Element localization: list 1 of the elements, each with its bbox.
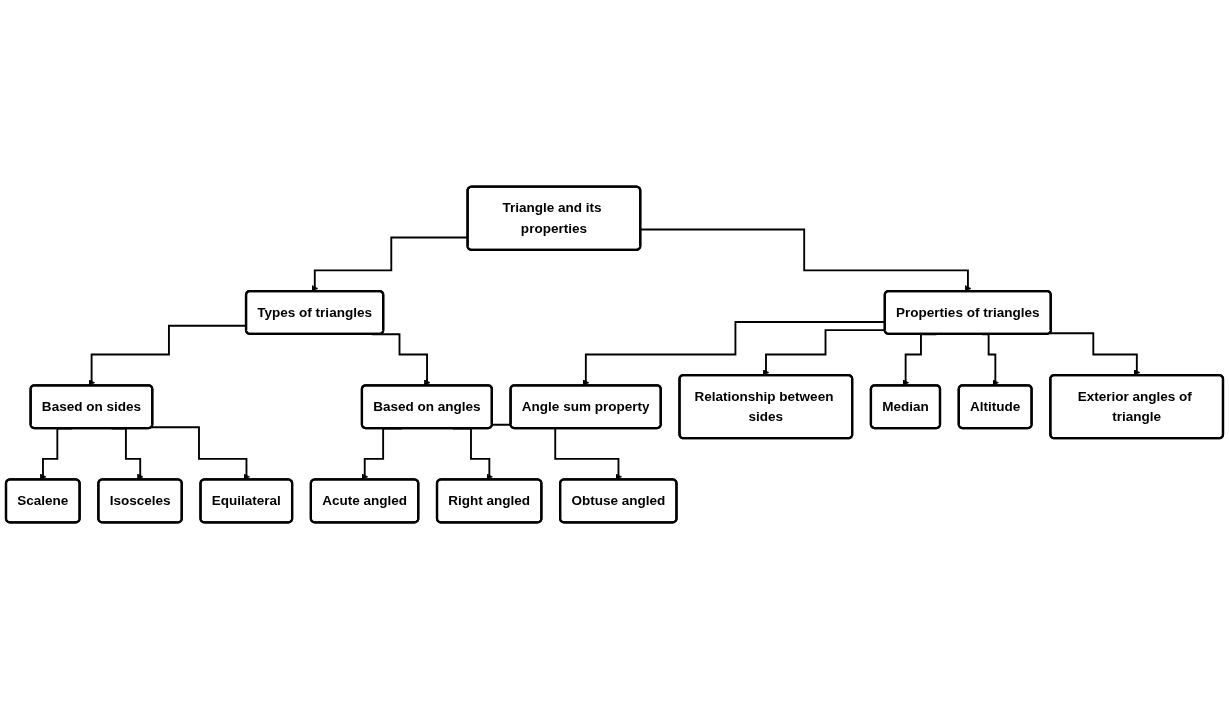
arrow [1049,332,1141,376]
